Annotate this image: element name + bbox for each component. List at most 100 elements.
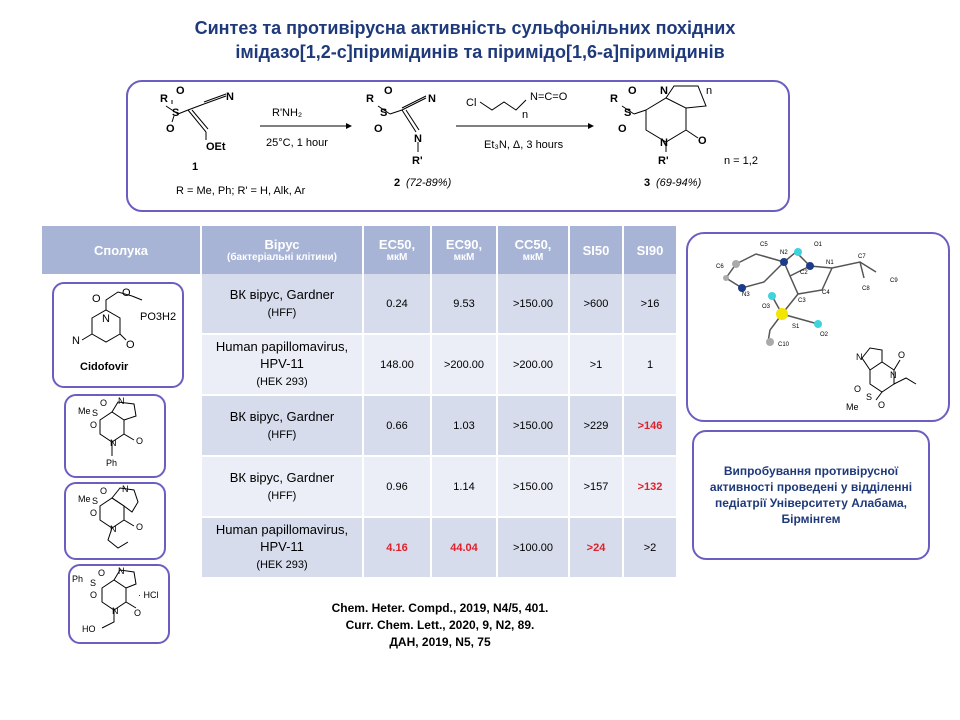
virus-cell: Human papillomavirus, HPV-11(HEK 293) [201, 517, 364, 579]
c2-o-top: O [384, 85, 393, 97]
c3-number: 3 [644, 177, 650, 189]
sb-n1: N [122, 484, 129, 494]
atom-s1 [776, 308, 788, 320]
si90-cell: >132 [623, 456, 678, 518]
sb-s: S [92, 496, 98, 506]
condition-1: 25°C, 1 hour [266, 137, 328, 149]
cc50-cell: >100.00 [497, 517, 570, 579]
cido-o2: O [122, 287, 131, 299]
ec90-cell: 1.03 [431, 395, 498, 457]
compound-a-structure: Me S O O N N O Ph [78, 396, 143, 468]
label-c6: C6 [716, 264, 724, 270]
cidofovir-structure: O O PO3H2 N N O Cidofovir [72, 287, 176, 373]
reagent-2-chain [479, 99, 527, 111]
header-ec90: EC90,мкМ [431, 226, 498, 274]
label-o1: O1 [814, 242, 823, 248]
mini-n2: N [890, 370, 897, 380]
c2-o-left: O [374, 123, 383, 135]
sa-o3: O [136, 436, 143, 446]
sa-s: S [92, 408, 98, 418]
atom-c6 [723, 275, 729, 281]
atom-n1 [806, 262, 814, 270]
sa-me: Me [78, 406, 91, 416]
title-line-1: Синтез та противірусна активність сульфо… [194, 18, 736, 38]
header-cc50: CC50,мкМ [497, 226, 570, 274]
si50-cell: >600 [569, 274, 624, 335]
c3-o-left: O [618, 123, 627, 135]
sc-ph: Ph [72, 574, 83, 584]
sb-me: Me [78, 494, 91, 504]
mini-o2: O [878, 400, 885, 410]
r-substituents-note: R = Me, Ph; R' = H, Alk, Ar [176, 185, 306, 197]
atom-n2 [780, 258, 788, 266]
label-c7: C7 [858, 254, 866, 260]
cc50-cell: >150.00 [497, 456, 570, 518]
sc-o2: O [90, 590, 97, 600]
c3-o-top: O [628, 85, 637, 97]
cc50-cell: >200.00 [497, 334, 570, 396]
header-si50: SI50 [569, 226, 624, 274]
compound-3: R O S O N N O n R' 3 (69-94%) [610, 85, 712, 189]
cc50-cell: >150.00 [497, 274, 570, 335]
reagent-2-nco: N=C=O [530, 91, 568, 103]
atom-o1 [794, 248, 802, 256]
sc-hcl: · HCl [138, 590, 159, 600]
page-title: Синтез та противірусна активність сульфо… [0, 16, 930, 64]
label-o2: O2 [820, 332, 829, 338]
ec50-cell: 0.96 [363, 456, 432, 518]
si50-cell: >157 [569, 456, 624, 518]
label-c8: C8 [862, 286, 870, 292]
c1-o-top: O [176, 85, 185, 97]
si90-cell: >146 [623, 395, 678, 457]
header-ec50: EC50,мкМ [363, 226, 432, 274]
cido-o1: O [92, 293, 101, 305]
label-o3: O3 [762, 304, 771, 310]
si50-cell: >24 [569, 517, 624, 579]
c1-number: 1 [192, 161, 198, 173]
atom-n3 [738, 284, 746, 292]
mini-o: O [898, 350, 905, 360]
c2-rprime: R' [412, 155, 423, 167]
label-s1: S1 [792, 324, 800, 330]
virus-cell: Human papillomavirus, HPV-11(HEK 293) [201, 334, 364, 396]
cido-n2: N [72, 335, 80, 347]
compound-a-structure-box [64, 394, 166, 478]
sc-s: S [90, 578, 96, 588]
atom-c5 [732, 260, 740, 268]
table-header-row: Сполука Вірус(бактеріальні клітини) EC50… [42, 226, 678, 274]
sa-ph: Ph [106, 458, 117, 468]
c2-r: R [366, 93, 374, 105]
cido-n1: N [102, 313, 110, 325]
n-values: n = 1,2 [724, 155, 758, 167]
reference-3: ДАН, 2019, N5, 75 [389, 635, 491, 649]
cidofovir-name: Cidofovir [80, 361, 129, 373]
compound-b-structure-box [64, 482, 166, 560]
sa-o2: O [90, 420, 97, 430]
ec50-cell: 148.00 [363, 334, 432, 396]
crystal-structure: C5 C6 N3 N2 O1 C2 N1 C7 C9 C8 C4 C3 O3 S… [716, 242, 917, 412]
c1-oet: OEt [206, 141, 226, 153]
c2-n: N [428, 93, 436, 105]
reagent-1: R'NH₂ [272, 107, 302, 119]
ec50-cell: 4.16 [363, 517, 432, 579]
si50-cell: >229 [569, 395, 624, 457]
condition-2: Et₃N, Δ, 3 hours [484, 139, 564, 151]
ec90-cell: 1.14 [431, 456, 498, 518]
sc-o1: O [98, 568, 105, 578]
c2-yield: (72-89%) [406, 177, 452, 189]
c1-o-left: O [166, 123, 175, 135]
c2-number: 2 [394, 177, 400, 189]
virus-cell: ВК вірус, Gardner(HFF) [201, 395, 364, 457]
c3-n1: N [660, 85, 668, 97]
c2-s: S [380, 107, 387, 119]
compound-c-structure-box [68, 564, 170, 644]
c2-n-amine: N [414, 133, 422, 145]
c3-o: O [698, 135, 707, 147]
virus-cell: ВК вірус, Gardner(HFF) [201, 456, 364, 518]
sc-n1: N [118, 566, 125, 576]
sb-o1: O [100, 486, 107, 496]
reagent-2-n-index: n [522, 109, 528, 121]
c1-n: N [226, 91, 234, 103]
c1-r: R [160, 93, 168, 105]
sa-o1: O [100, 398, 107, 408]
